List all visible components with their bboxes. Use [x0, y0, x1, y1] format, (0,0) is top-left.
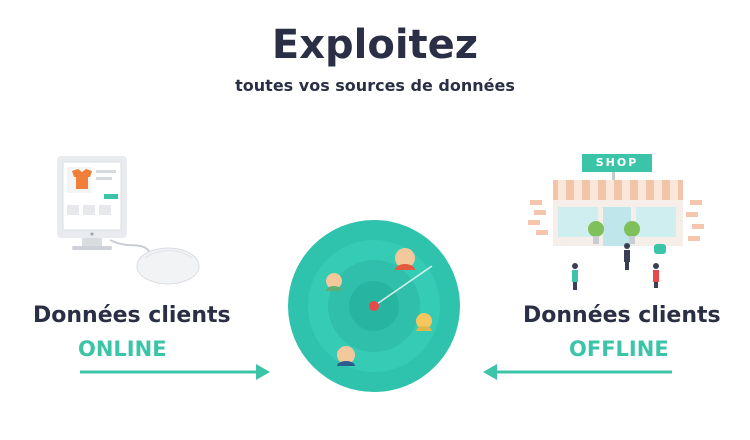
person-icon: [326, 248, 432, 366]
page-title: Exploitez: [271, 22, 479, 68]
offline-tag: OFFLINE: [569, 337, 669, 361]
online-tag: ONLINE: [78, 337, 167, 361]
mouse-icon: [136, 247, 200, 285]
online-label: Données clients: [33, 303, 231, 328]
arrow-left-icon: [483, 364, 672, 380]
offline-label: Données clients: [523, 303, 721, 328]
page-subtitle: toutes vos sources de données: [235, 76, 515, 95]
arrow-right-icon: [80, 364, 270, 380]
shop-sign: SHOP: [595, 156, 639, 169]
shop-icon: [528, 154, 704, 246]
person-icon: [572, 243, 666, 290]
computer-icon: [57, 156, 151, 253]
target-icon: [288, 220, 460, 392]
